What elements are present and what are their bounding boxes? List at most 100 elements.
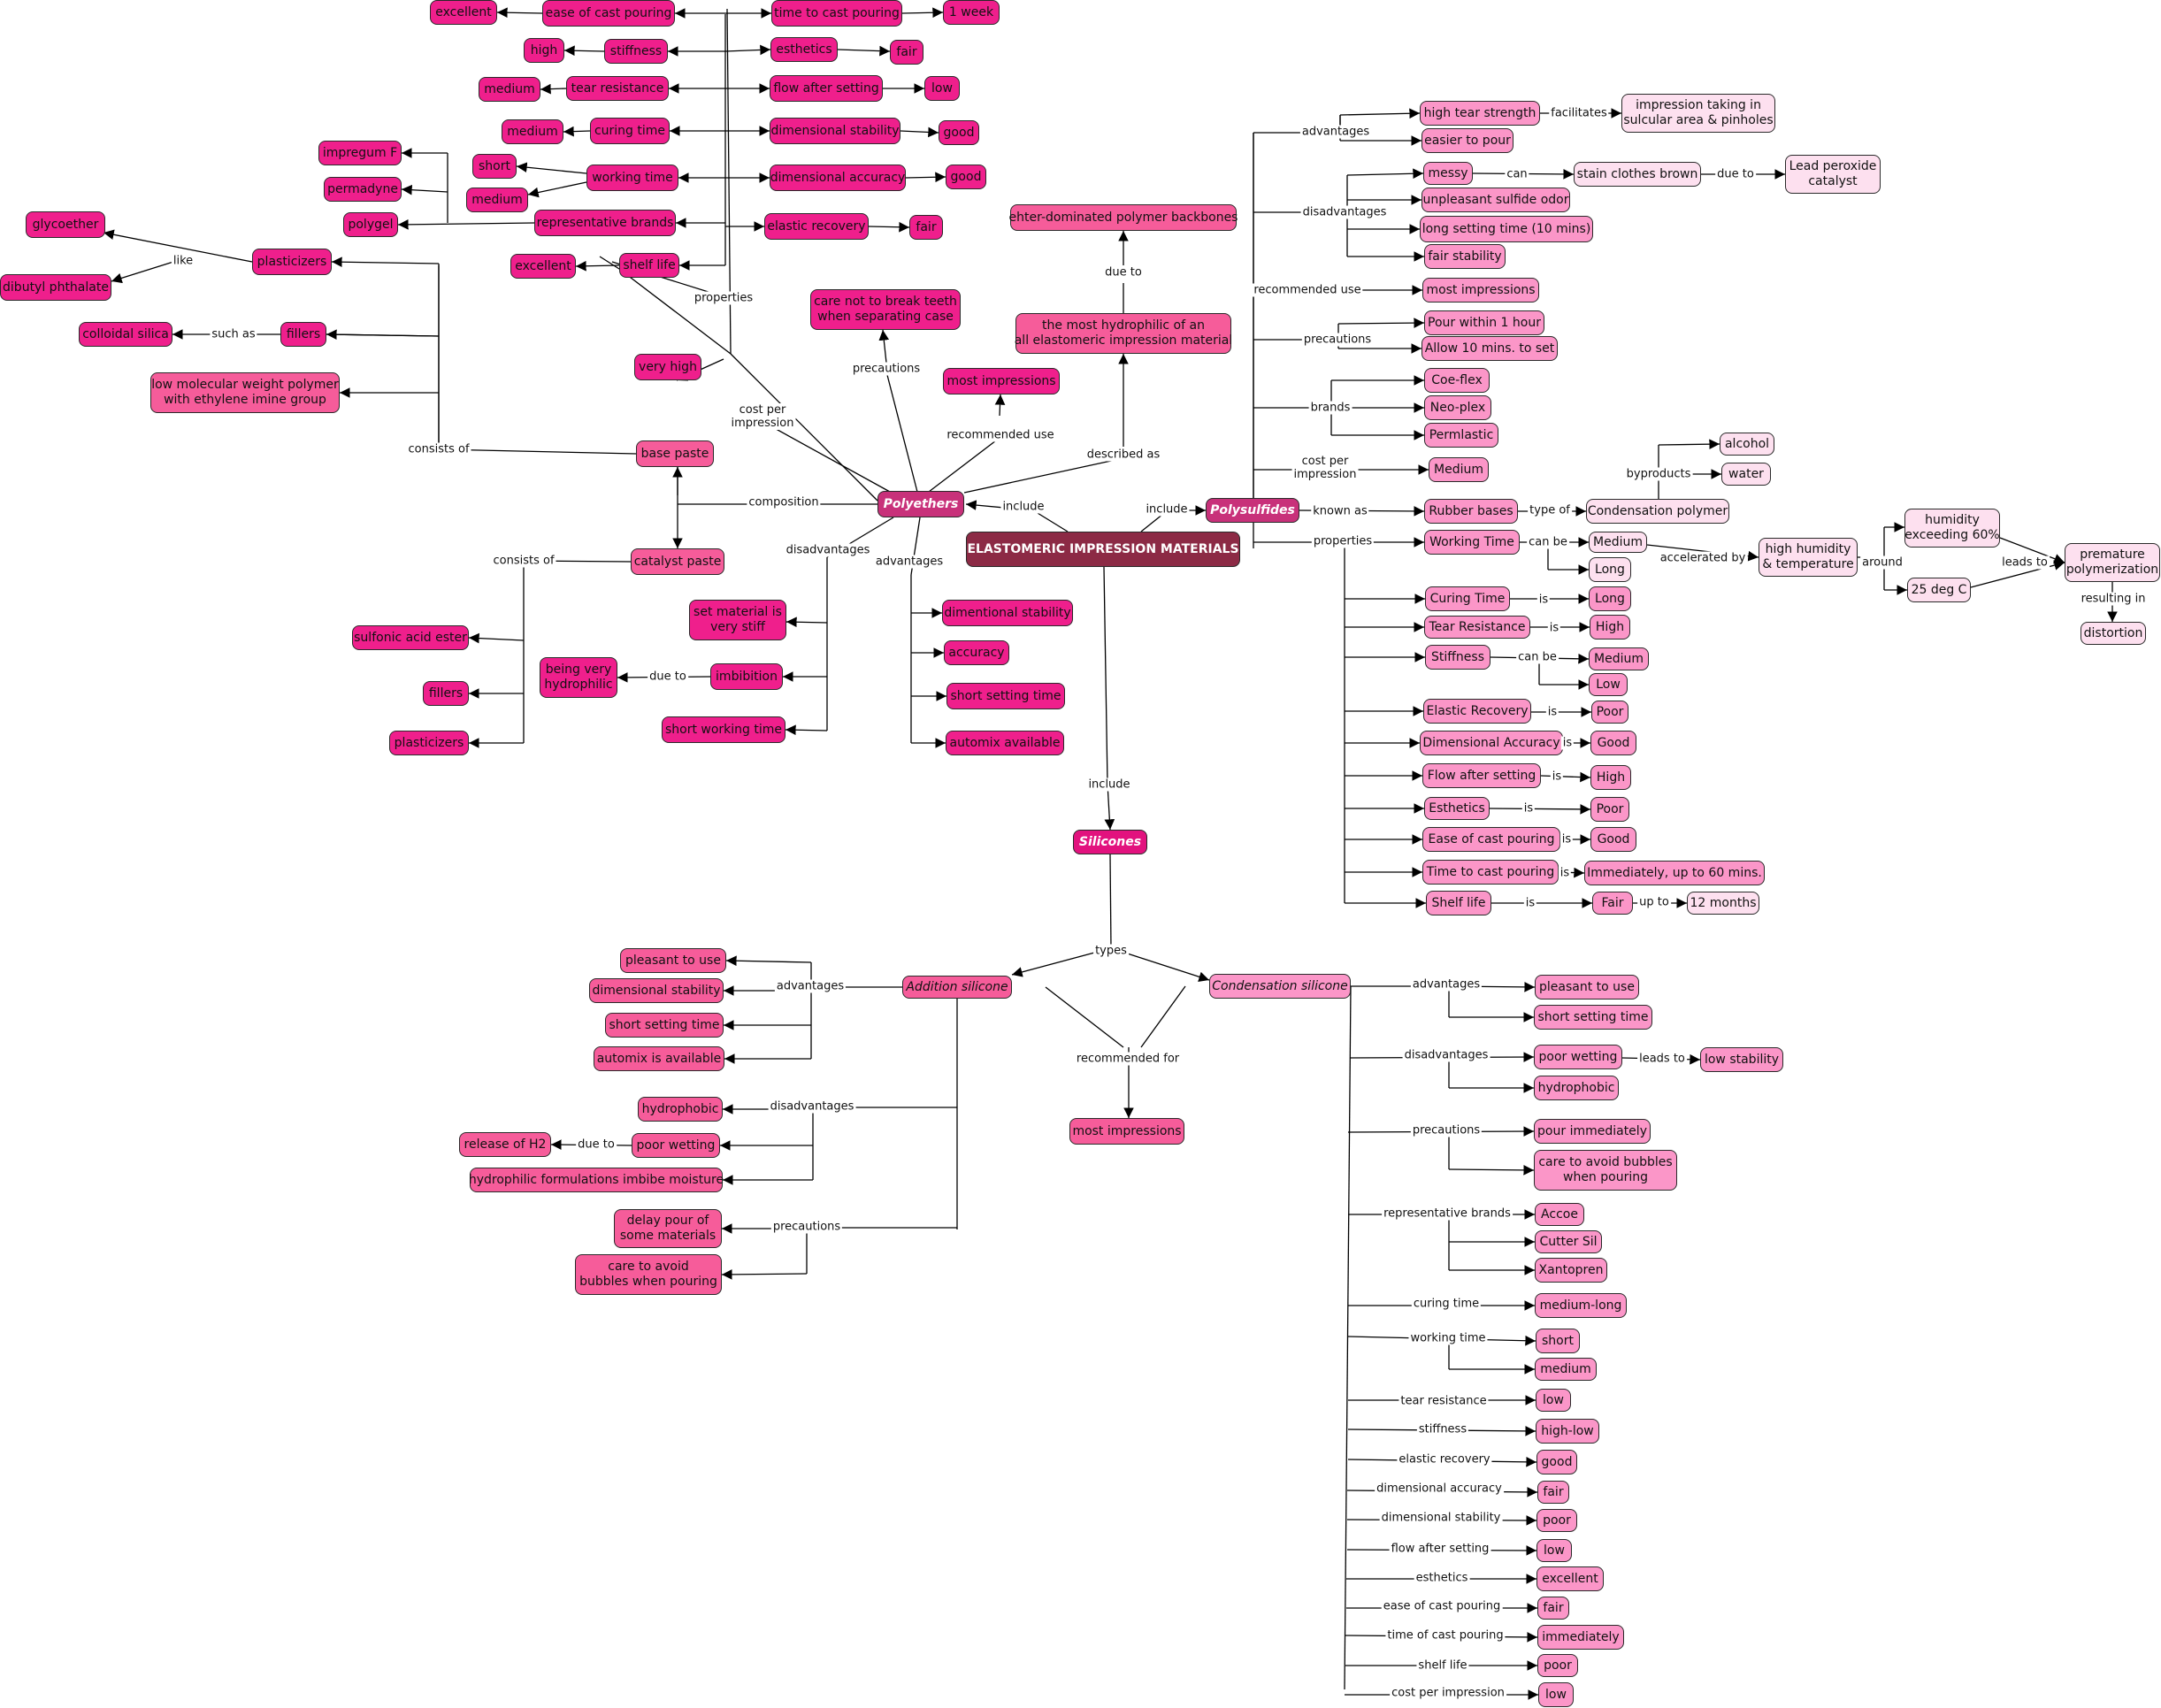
- ease-fair[interactable]: fair: [1537, 1597, 1569, 1620]
- medium-cost[interactable]: Medium: [1429, 457, 1489, 482]
- flow-after-setting[interactable]: flow after setting: [770, 75, 883, 102]
- distortion[interactable]: distortion: [2081, 622, 2146, 645]
- medium[interactable]: medium: [502, 119, 563, 144]
- long-setting-time[interactable]: long setting time (10 mins): [1420, 216, 1593, 242]
- shelf-life[interactable]: Shelf life: [1426, 891, 1491, 915]
- most-impressions[interactable]: most impressions: [1069, 1118, 1184, 1145]
- imbibition[interactable]: imbibition: [710, 663, 783, 690]
- ease-of-cast-pouring[interactable]: ease of cast pouring: [542, 0, 675, 27]
- tear-resistance[interactable]: Tear Resistance: [1424, 616, 1530, 639]
- esthetics-excellent[interactable]: excellent: [1536, 1566, 1604, 1591]
- short-working-time[interactable]: short working time: [662, 716, 785, 743]
- alcohol[interactable]: alcohol: [1720, 433, 1774, 456]
- low-stability[interactable]: low stability: [1700, 1047, 1783, 1072]
- hydrophilic-formulations-imbibe[interactable]: hydrophilic formulations imbibe moisture: [469, 1168, 724, 1192]
- accuracy-fair[interactable]: fair: [1537, 1481, 1569, 1504]
- stain-clothes-brown[interactable]: stain clothes brown: [1574, 162, 1701, 187]
- short-setting-time[interactable]: short setting time: [1534, 1005, 1652, 1030]
- one-week[interactable]: 1 week: [943, 0, 1000, 25]
- pleasant-to-use[interactable]: pleasant to use: [1535, 975, 1639, 1000]
- unpleasant-sulfide-odor[interactable]: unpleasant sulfide odor: [1422, 188, 1570, 212]
- representative-brands[interactable]: representative brands: [534, 210, 676, 236]
- delay-pour[interactable]: delay pour of some materials: [614, 1209, 722, 1248]
- stiffness[interactable]: stiffness: [604, 39, 668, 64]
- elastic-recovery[interactable]: elastic recovery: [764, 213, 869, 240]
- allow-10-mins[interactable]: Allow 10 mins. to set: [1422, 336, 1558, 361]
- catalyst-fillers[interactable]: fillers: [423, 681, 469, 706]
- tear-high[interactable]: High: [1590, 615, 1630, 640]
- esthetics[interactable]: esthetics: [770, 37, 838, 62]
- ease-of-cast-pouring[interactable]: Ease of cast pouring: [1422, 827, 1560, 852]
- elastic-recovery[interactable]: Elastic Recovery: [1423, 699, 1531, 724]
- colloidal-silica[interactable]: colloidal silica: [79, 322, 172, 347]
- flow-low[interactable]: low: [1536, 1539, 1572, 1562]
- time-immediately[interactable]: immediately: [1537, 1625, 1624, 1650]
- cutter-sil[interactable]: Cutter Sil: [1535, 1230, 1602, 1253]
- water[interactable]: water: [1721, 463, 1771, 486]
- impregum-f[interactable]: impregum F: [318, 141, 402, 165]
- ease-good[interactable]: Good: [1590, 827, 1636, 852]
- care-to-avoid-bubbles[interactable]: care to avoid bubbles when pouring: [1534, 1150, 1677, 1191]
- high-tear-strength[interactable]: high tear strength: [1420, 101, 1540, 126]
- automix-is-available[interactable]: automix is available: [594, 1046, 724, 1071]
- dimensional-accuracy[interactable]: Dimensional Accuracy: [1420, 731, 1563, 755]
- polygel[interactable]: polygel: [343, 212, 398, 237]
- esthetics[interactable]: Esthetics: [1424, 797, 1490, 820]
- most-impressions[interactable]: most impressions: [943, 368, 1060, 394]
- release-of-h2[interactable]: release of H2: [459, 1132, 551, 1157]
- short[interactable]: short: [472, 154, 517, 179]
- short-setting-time[interactable]: short setting time: [605, 1013, 724, 1038]
- permlastic[interactable]: Permlastic: [1424, 423, 1498, 448]
- hydrophobic[interactable]: hydrophobic: [638, 1097, 723, 1122]
- humidity-exceeding-60[interactable]: humidity exceeding 60%: [1904, 509, 2000, 548]
- time-to-cast-pouring[interactable]: time to cast pouring: [771, 0, 902, 27]
- short[interactable]: short: [1536, 1329, 1580, 1353]
- fillers[interactable]: fillers: [280, 322, 326, 347]
- catalyst-paste[interactable]: catalyst paste: [631, 548, 724, 575]
- accuracy-good[interactable]: Good: [1590, 731, 1636, 755]
- elastic-poor[interactable]: Poor: [1591, 701, 1628, 724]
- accuracy[interactable]: accuracy: [944, 640, 1009, 665]
- fair[interactable]: fair: [890, 40, 923, 65]
- very-high[interactable]: very high: [634, 354, 701, 380]
- stiffness-high-low[interactable]: high-low: [1536, 1419, 1599, 1444]
- time-cast-immediately[interactable]: Immediately, up to 60 mins.: [1584, 861, 1765, 885]
- medium[interactable]: medium: [1535, 1358, 1597, 1381]
- working-long[interactable]: Long: [1589, 557, 1631, 582]
- accoe[interactable]: Accoe: [1535, 1203, 1584, 1226]
- esthetics-poor[interactable]: Poor: [1590, 797, 1629, 822]
- rubber-bases[interactable]: Rubber bases: [1424, 499, 1518, 524]
- ether-dominated-backbones[interactable]: ehter-dominated polymer backbones: [1009, 204, 1238, 231]
- care-to-avoid-bubbles[interactable]: care to avoid bubbles when pouring: [575, 1254, 722, 1295]
- excellent[interactable]: excellent: [430, 0, 497, 25]
- dimensional-accuracy[interactable]: dimensional accuracy: [770, 165, 906, 191]
- base-paste[interactable]: base paste: [636, 440, 714, 467]
- messy[interactable]: messy: [1423, 162, 1473, 185]
- automix-available[interactable]: automix available: [946, 731, 1064, 755]
- polyethers-node[interactable]: Polyethers: [877, 491, 964, 517]
- care-not-break-teeth[interactable]: care not to break teeth when separating …: [810, 289, 961, 330]
- premature-polymerization[interactable]: premature polymerization: [2065, 543, 2160, 582]
- good[interactable]: good: [946, 165, 986, 189]
- set-material-stiff[interactable]: set material is very stiff: [689, 600, 786, 640]
- addition-silicone-node[interactable]: Addition silicone: [902, 976, 1012, 999]
- working-medium[interactable]: Medium: [1589, 532, 1647, 553]
- fair-stability[interactable]: fair stability: [1424, 244, 1506, 269]
- high[interactable]: high: [524, 38, 564, 63]
- low-molecular-weight-polymer[interactable]: low molecular weight polymer with ethyle…: [150, 372, 340, 413]
- pleasant-to-use[interactable]: pleasant to use: [620, 948, 726, 973]
- fair[interactable]: fair: [909, 215, 943, 240]
- poor-wetting[interactable]: poor wetting: [1534, 1045, 1622, 1069]
- low[interactable]: low: [924, 76, 960, 101]
- poor-wetting[interactable]: poor wetting: [632, 1133, 720, 1158]
- flow-after-setting[interactable]: Flow after setting: [1422, 763, 1541, 788]
- shelf-fair[interactable]: Fair: [1592, 892, 1633, 915]
- working-time[interactable]: working time: [586, 165, 678, 191]
- pour-within-1-hour[interactable]: Pour within 1 hour: [1424, 310, 1544, 335]
- coe-flex[interactable]: Coe-flex: [1424, 368, 1490, 393]
- glycoether[interactable]: glycoether: [26, 211, 105, 238]
- curing-long[interactable]: Long: [1589, 586, 1631, 611]
- shelf-life[interactable]: shelf life: [619, 253, 679, 278]
- twelve-months[interactable]: 12 months: [1687, 892, 1759, 915]
- dibutyl-phthalate[interactable]: dibutyl phthalate: [0, 274, 111, 301]
